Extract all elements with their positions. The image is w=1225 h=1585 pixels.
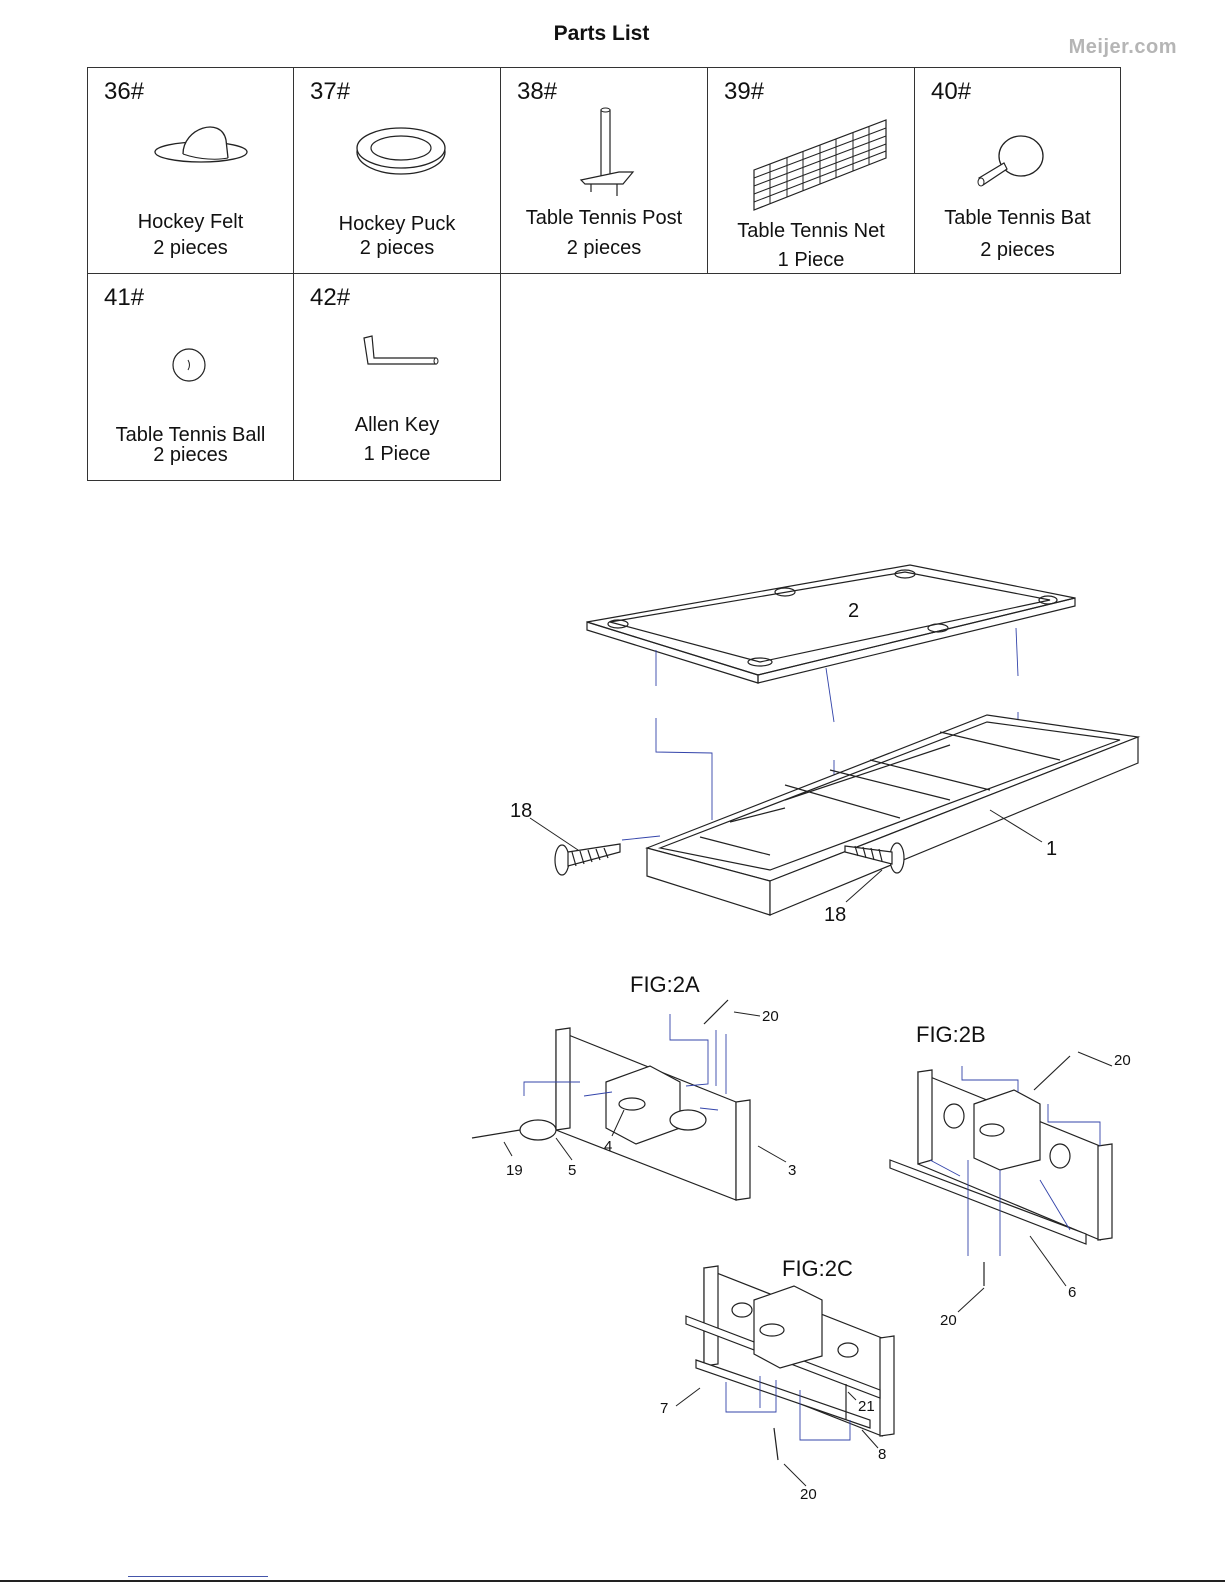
- fig-2c-title: FIG:2C: [782, 1256, 853, 1282]
- footer-link-underline: [128, 1576, 268, 1577]
- pool-table-top-frame: [587, 565, 1075, 683]
- callout-label: 4: [604, 1138, 612, 1155]
- callout-label: 20: [762, 1008, 779, 1025]
- callout-label: 20: [1114, 1052, 1131, 1069]
- callout-label: 21: [858, 1398, 875, 1415]
- callout-label: 8: [878, 1446, 886, 1463]
- callout-label: 18: [510, 800, 532, 823]
- callout-label: 7: [660, 1400, 668, 1417]
- callout-label: 6: [1068, 1284, 1076, 1301]
- fig-2a-title: FIG:2A: [630, 972, 700, 998]
- callout-label: 5: [568, 1162, 576, 1179]
- pool-table-base-frame: [647, 715, 1138, 915]
- footer-divider: [0, 1580, 1225, 1582]
- callout-label: 2: [848, 600, 859, 623]
- callout-label: 20: [800, 1486, 817, 1503]
- fig-2b-diagram: [890, 1056, 1112, 1286]
- callout-label: 20: [940, 1312, 957, 1329]
- fig-2b-title: FIG:2B: [916, 1022, 986, 1048]
- callout-label: 3: [788, 1162, 796, 1179]
- callout-label: 18: [824, 904, 846, 927]
- callout-label: 1: [1046, 838, 1057, 861]
- bolt-icon: [555, 844, 620, 875]
- callout-label: 19: [506, 1162, 523, 1179]
